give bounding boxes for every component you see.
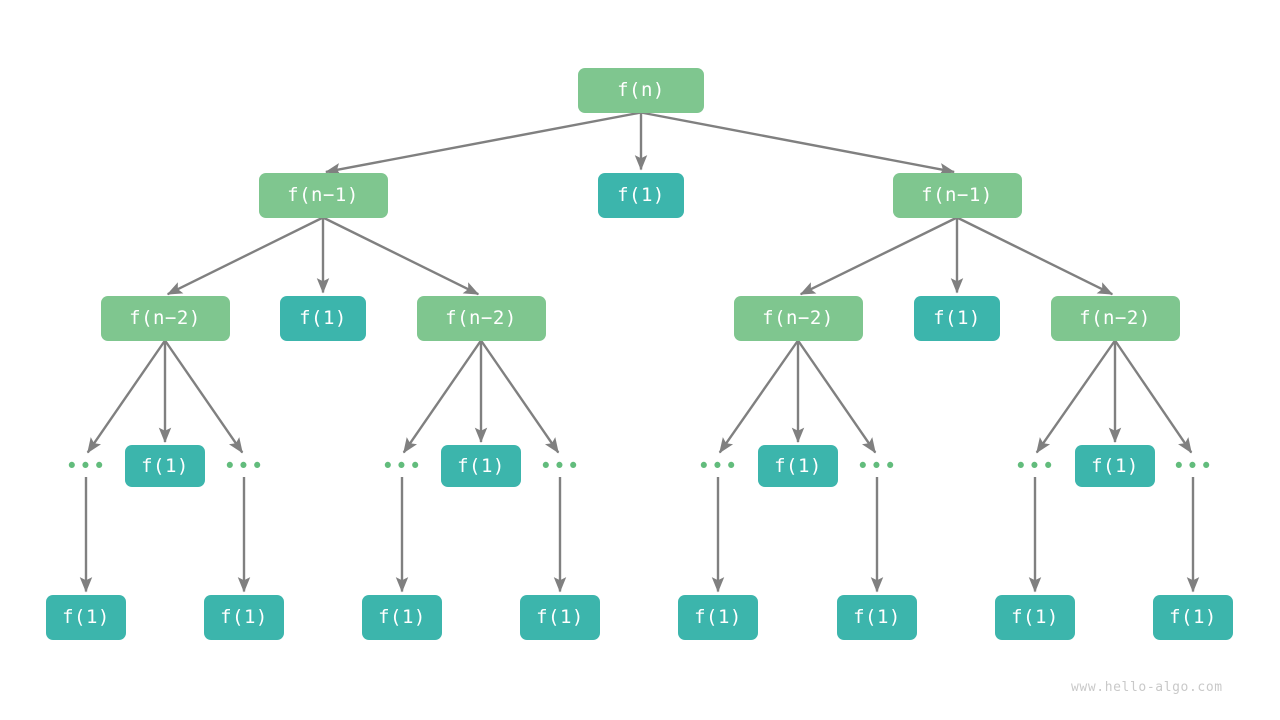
tree-node-n14: f(1) [46,594,126,640]
tree-node-n6: f(n−2) [416,295,546,341]
edge-n3-to-n9 [956,216,1114,296]
tree-node-n15: f(1) [204,594,284,640]
ellipsis-marker-e7: ••• [1172,453,1214,478]
ellipsis-marker-e0: ••• [65,453,107,478]
tree-node-n10: f(1) [125,445,205,487]
edge-n1-to-n6 [322,216,480,296]
ellipsis-marker-e3: ••• [539,453,581,478]
tree-node-n11: f(1) [441,445,521,487]
edge-n7-to-e4 [718,339,799,454]
tree-node-n16: f(1) [362,594,442,640]
edge-n0-to-n1 [325,111,642,176]
tree-node-n4: f(n−2) [100,295,230,341]
edge-n7-to-e5 [797,339,877,454]
tree-node-n18: f(1) [678,594,758,640]
tree-node-n7: f(n−2) [733,295,863,341]
ellipsis-marker-e6: ••• [1014,453,1056,478]
tree-node-n19: f(1) [837,594,917,640]
ellipsis-marker-e5: ••• [856,453,898,478]
edge-n4-to-e1 [164,339,244,454]
tree-node-n17: f(1) [520,594,600,640]
tree-node-n5: f(1) [280,295,366,341]
edge-n9-to-e6 [1035,339,1116,454]
edge-n1-to-n4 [166,216,324,296]
ellipsis-marker-e1: ••• [223,453,265,478]
tree-node-n21: f(1) [1153,594,1233,640]
tree-node-n12: f(1) [758,445,838,487]
tree-node-n3: f(n−1) [892,172,1022,218]
watermark-hello-algo: www.hello-algo.com [1071,680,1223,695]
tree-node-n13: f(1) [1075,445,1155,487]
edge-n3-to-n7 [799,216,958,296]
tree-node-n20: f(1) [995,594,1075,640]
edge-n6-to-e3 [480,339,560,454]
edge-n0-to-n3 [640,111,955,176]
ellipsis-marker-e4: ••• [697,453,739,478]
edge-n6-to-e2 [402,339,482,454]
edge-n9-to-e7 [1114,339,1193,454]
tree-node-n2: f(1) [598,172,684,218]
tree-node-n8: f(1) [914,295,1000,341]
edge-n4-to-e0 [86,339,166,454]
ellipsis-marker-e2: ••• [381,453,423,478]
tree-node-n9: f(n−2) [1050,295,1180,341]
tree-node-n1: f(n−1) [258,172,388,218]
tree-node-n0: f(n) [578,67,704,113]
